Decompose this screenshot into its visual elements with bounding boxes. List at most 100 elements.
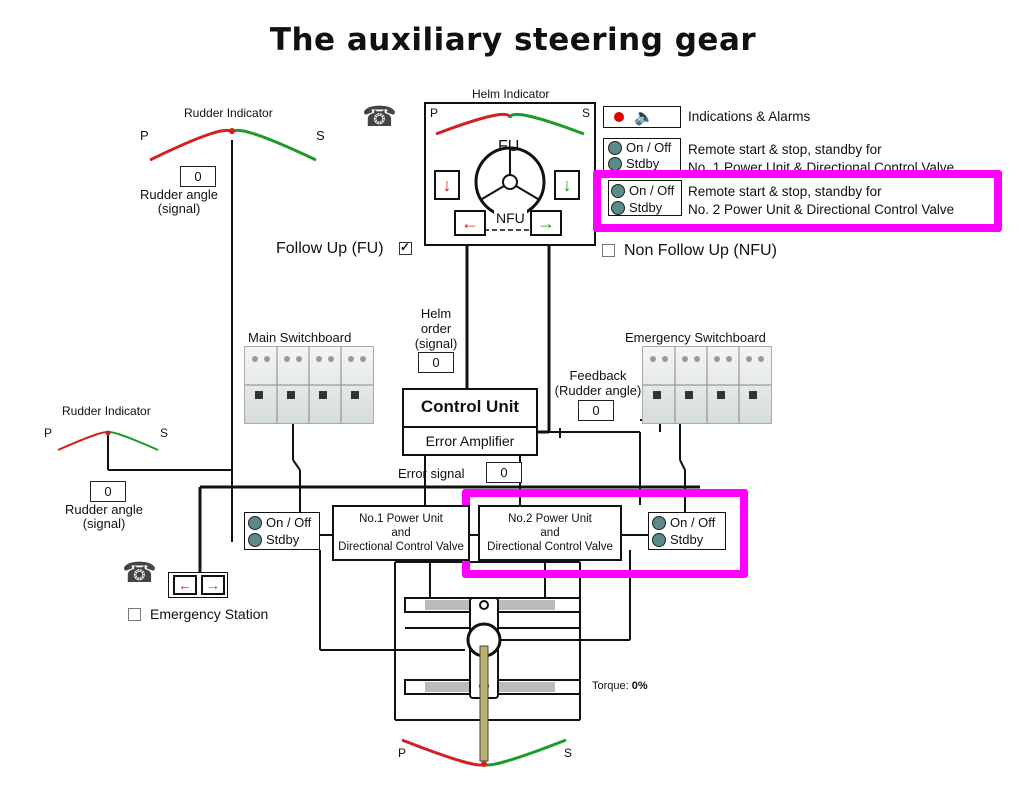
pu2-legend-stdby[interactable]: Stdby <box>611 200 662 215</box>
pu1-legend-stdby[interactable]: Stdby <box>608 156 659 171</box>
feedback-value: 0 <box>578 400 614 421</box>
pu2-legend-controls: On / Off Stdby <box>608 180 682 216</box>
emergency-switchboard-image <box>642 346 772 424</box>
rudder-bottom-port-label: P <box>398 746 407 760</box>
alarm-led-icon <box>614 112 624 122</box>
helm-port-label: P <box>430 106 439 120</box>
rudder-angle-left-value: 0 <box>90 481 126 502</box>
pu2-line1: No.2 Power Unit <box>508 513 592 525</box>
main-switchboard-image <box>244 346 374 424</box>
emergency-station-label: Emergency Station <box>150 606 269 622</box>
emergency-switchboard-label: Emergency Switchboard <box>625 330 766 345</box>
fu-label: FU <box>498 138 520 155</box>
non-follow-up-label: Non Follow Up (NFU) <box>624 242 777 259</box>
onoff-label: On / Off <box>626 140 672 155</box>
feedback-line1: Feedback <box>569 368 627 383</box>
nfu-port-button[interactable]: ← <box>454 210 486 236</box>
alarms-legend-text: Indications & Alarms <box>688 109 811 124</box>
non-follow-up-checkbox[interactable] <box>602 244 615 257</box>
starboard-label-left: S <box>160 426 169 440</box>
rudder-angle-caption-line1: Rudder angle <box>139 187 219 202</box>
onoff-led-icon <box>652 515 666 530</box>
pu1-legend-controls: On / Off Stdby <box>603 138 681 172</box>
speaker-icon[interactable]: 🔈 <box>634 109 654 126</box>
error-signal-label: Error signal <box>398 466 465 481</box>
stdby-led-icon <box>248 532 262 547</box>
stdby-led-icon <box>608 156 622 171</box>
pu1-controls: On / Off Stdby <box>244 512 320 550</box>
pu1-line3: Directional Control Valve <box>338 541 464 553</box>
starboard-label: S <box>316 128 325 143</box>
onoff-led-icon <box>248 515 262 530</box>
rudder-angle-value: 0 <box>180 166 216 187</box>
pu2-legend-text: Remote start & stop, standby for No. 2 P… <box>688 183 954 219</box>
switchboard-icon <box>245 347 373 423</box>
follow-up-label: Follow Up (FU) <box>276 240 384 257</box>
pu2-onoff-button[interactable]: On / Off <box>652 515 715 530</box>
helm-starboard-label: S <box>581 106 590 120</box>
rudder-angle-left-line1: Rudder angle <box>64 502 144 517</box>
pu2-legend-line1: Remote start & stop, standby for <box>688 184 882 199</box>
emergency-port-button[interactable]: ← <box>173 575 197 595</box>
pu1-line1: No.1 Power Unit <box>359 513 443 525</box>
pu2-controls: On / Off Stdby <box>648 512 726 550</box>
rudder-bottom-starboard-label: S <box>564 746 573 760</box>
onoff-led-icon <box>611 183 625 198</box>
pu1-legend-line2: No. 1 Power Unit & Directional Control V… <box>688 160 955 171</box>
pu1-stdby-button[interactable]: Stdby <box>248 532 299 547</box>
alarm-indicator-box: 🔈 <box>603 106 681 128</box>
torque-label: Torque: <box>592 680 629 692</box>
stdby-led-icon <box>611 200 625 215</box>
helm-indicator-label: Helm Indicator <box>472 87 550 101</box>
pu2-onoff-label: On / Off <box>670 515 716 530</box>
pu2-stdby-button[interactable]: Stdby <box>652 532 703 547</box>
main-switchboard-label: Main Switchboard <box>248 330 352 345</box>
stdby-led-icon <box>652 532 666 547</box>
control-unit: Control Unit Error Amplifier <box>402 388 538 456</box>
control-unit-title: Control Unit <box>420 397 520 416</box>
pu1-unit: No.1 Power Unit and Directional Control … <box>332 505 470 561</box>
torque-readout: Torque: 0% <box>592 680 648 692</box>
emergency-starboard-button[interactable]: → <box>201 575 225 595</box>
helm-order-line2: order <box>420 321 452 336</box>
helm-port-down-button[interactable]: ↓ <box>434 170 460 200</box>
pu2-unit: No.2 Power Unit and Directional Control … <box>478 505 622 561</box>
pu2-legend-line2: No. 2 Power Unit & Directional Control V… <box>688 202 955 217</box>
telephone-icon[interactable]: ☎ <box>362 101 397 132</box>
stdby-label: Stdby <box>629 200 663 215</box>
pu2-stdby-label: Stdby <box>670 532 704 547</box>
pu2-line3: Directional Control Valve <box>487 541 613 553</box>
pu2-legend-onoff[interactable]: On / Off <box>611 183 674 198</box>
onoff-led-icon <box>608 140 622 155</box>
pu1-legend-text: Remote start & stop, standby for No. 1 P… <box>688 141 954 171</box>
rudder-angle-caption: Rudder angle (signal) <box>137 188 221 216</box>
emergency-station-checkbox[interactable] <box>128 608 141 621</box>
nfu-label: NFU <box>494 210 527 226</box>
torque-value: 0% <box>631 680 648 692</box>
page-title: The auxiliary steering gear <box>269 22 757 58</box>
port-label: P <box>140 128 149 143</box>
pu2-line2: and <box>540 527 560 539</box>
rudder-indicator-label: Rudder Indicator <box>184 106 273 120</box>
helm-starboard-down-button[interactable]: ↓ <box>554 170 580 200</box>
pu1-line2: and <box>391 527 411 539</box>
onoff-label: On / Off <box>629 183 675 198</box>
highlight-pu2-legend <box>593 170 1002 232</box>
helm-order-line1: Helm <box>420 306 452 321</box>
follow-up-checkbox[interactable] <box>399 240 412 255</box>
rudder-angle-caption-line2: (signal) <box>157 201 201 216</box>
pu1-onoff-button[interactable]: On / Off <box>248 515 311 530</box>
pu1-legend-onoff[interactable]: On / Off <box>608 140 671 155</box>
feedback-line2: (Rudder angle) <box>554 383 642 398</box>
helm-order-value: 0 <box>418 352 454 373</box>
helm-wheel-icon <box>435 112 585 231</box>
error-amplifier-label: Error Amplifier <box>404 426 536 449</box>
helm-order-line3: (signal) <box>414 336 458 351</box>
nfu-starboard-button[interactable]: → <box>530 210 562 236</box>
pu1-onoff-label: On / Off <box>266 515 312 530</box>
error-signal-value: 0 <box>486 462 522 483</box>
telephone-icon[interactable]: ☎ <box>122 557 157 588</box>
rudder-angle-left-line2: (signal) <box>82 516 126 531</box>
stdby-label: Stdby <box>626 156 660 171</box>
